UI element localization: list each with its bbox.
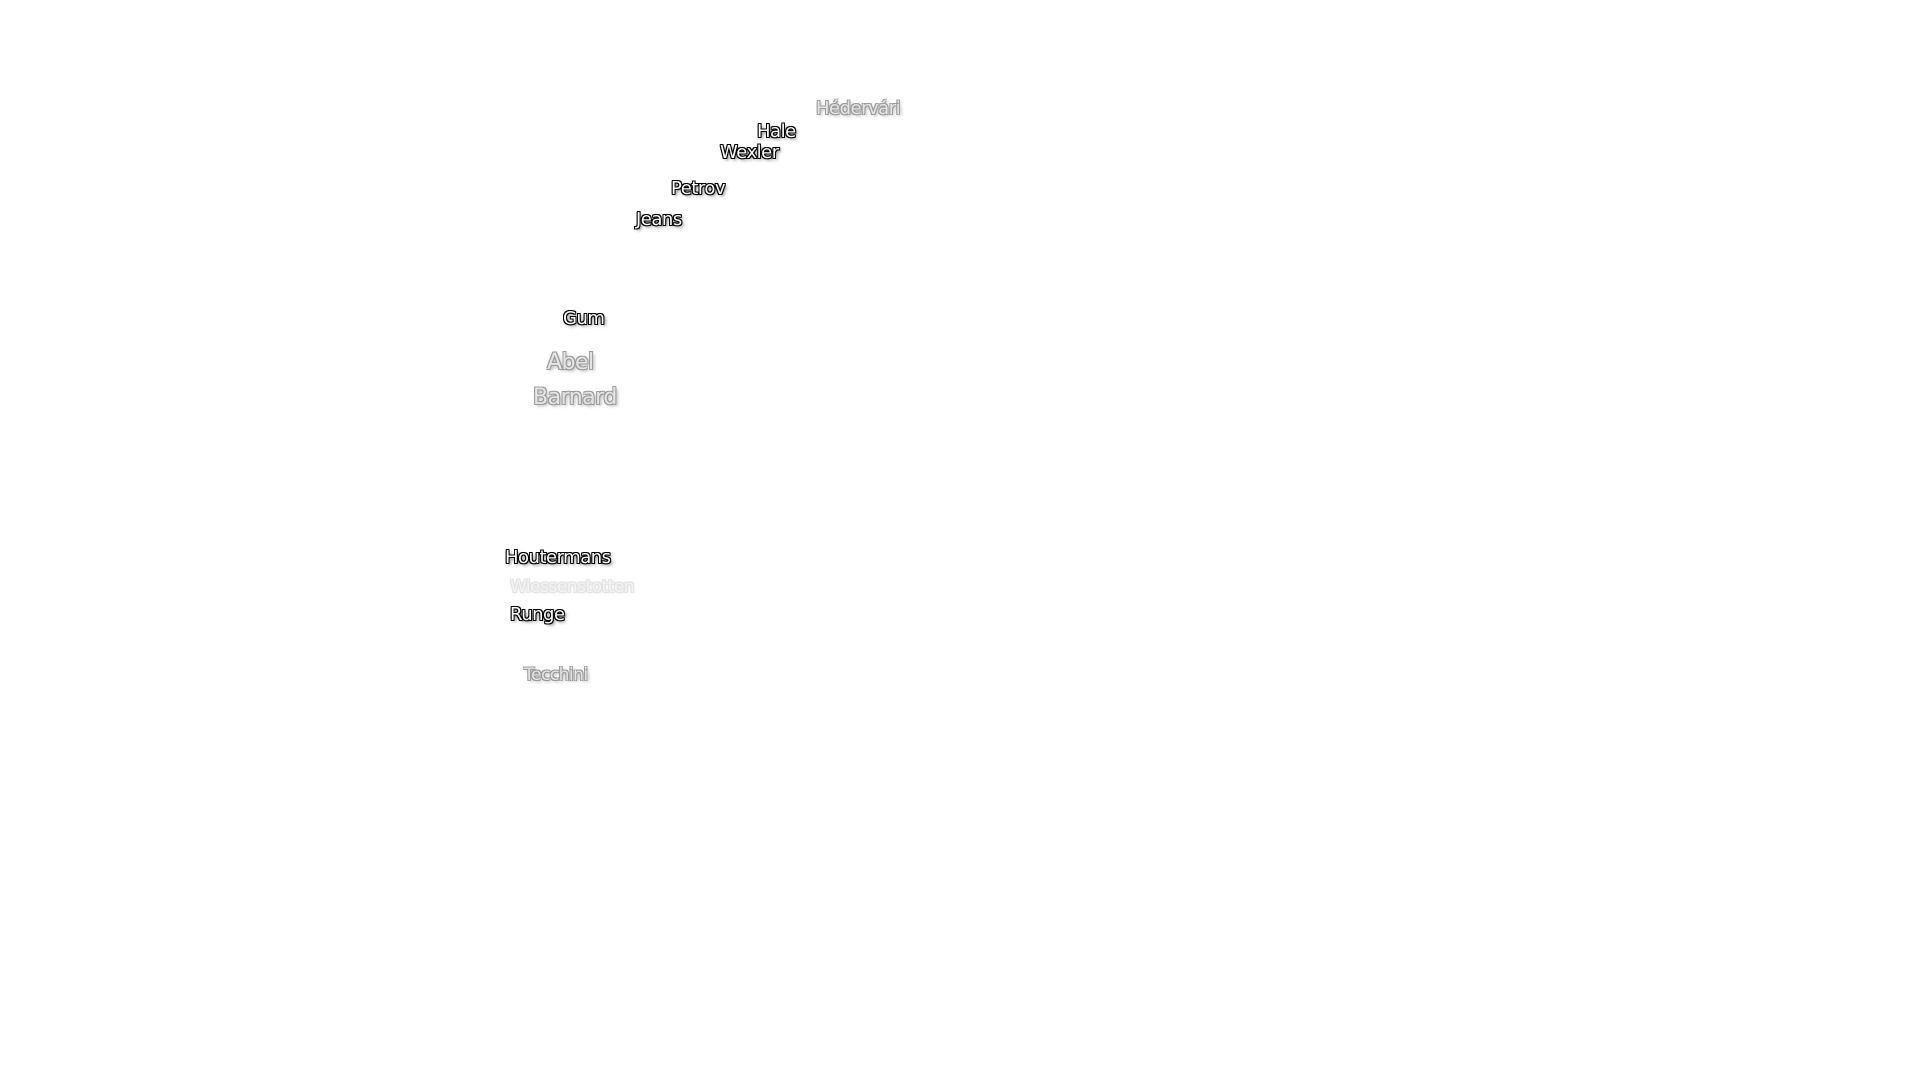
crater-label-runge[interactable]: Runge <box>510 604 565 625</box>
crater-label-barnard[interactable]: Barnard <box>533 385 617 410</box>
crater-label-gum[interactable]: Gum <box>563 308 605 329</box>
crater-label-wexler[interactable]: Wexler <box>720 142 779 163</box>
crater-label-wiessenstotten[interactable]: Wiessenstotten <box>510 577 635 597</box>
crater-label-houtermans[interactable]: Houtermans <box>505 547 611 568</box>
crater-label-abel[interactable]: Abel <box>547 350 594 375</box>
crater-label-hedervari[interactable]: Hédervári <box>816 98 901 119</box>
crater-label-petrov[interactable]: Petrov <box>671 178 726 199</box>
crater-label-tecchini[interactable]: Tecchini <box>524 665 588 685</box>
crater-label-jeans[interactable]: Jeans <box>636 209 682 230</box>
crater-label-hale[interactable]: Hale <box>757 121 796 142</box>
